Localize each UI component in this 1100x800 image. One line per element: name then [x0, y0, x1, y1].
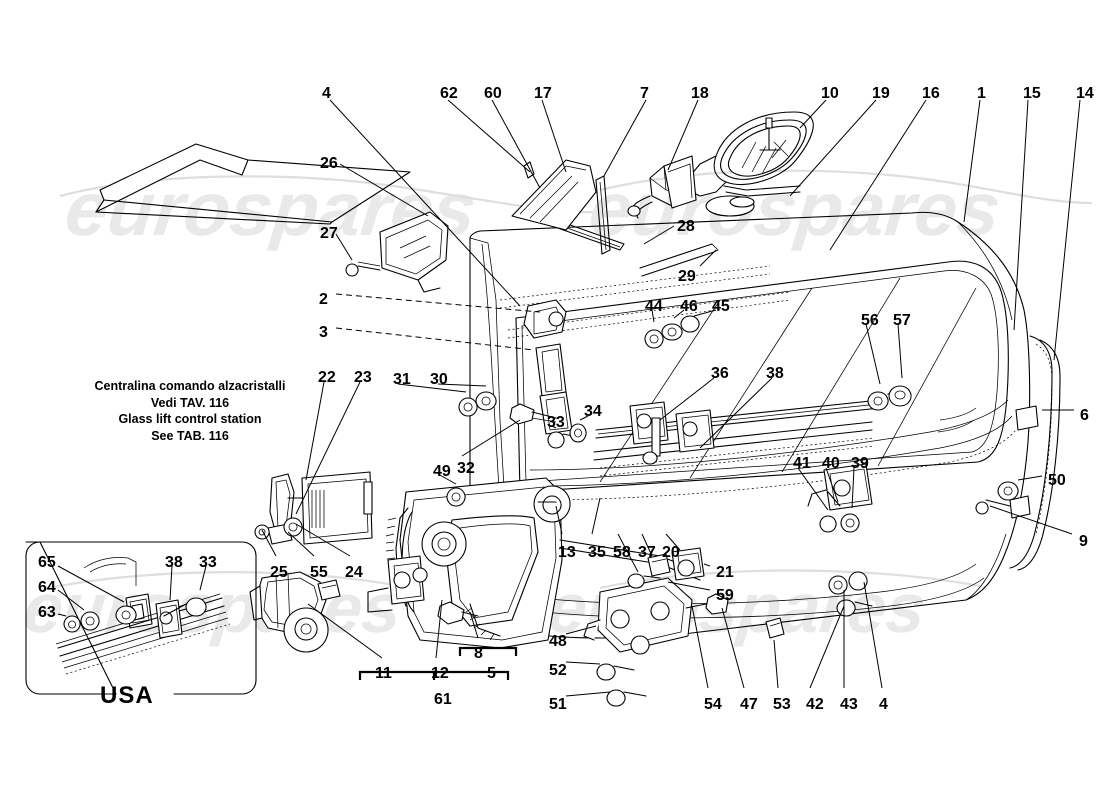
callout-55: 55 — [310, 564, 328, 581]
callout-51: 51 — [549, 696, 567, 713]
callout-63: 63 — [38, 604, 56, 621]
window-regulator-assembly — [367, 477, 701, 649]
callout-4: 4 — [879, 696, 888, 713]
callout-31: 31 — [393, 371, 411, 388]
glass-channel-bracket — [345, 211, 449, 293]
callout-65: 65 — [38, 554, 56, 571]
callout-41: 41 — [793, 455, 811, 472]
callout-19: 19 — [872, 85, 890, 102]
callout-60: 60 — [484, 85, 502, 102]
glass-lift-control-module — [254, 471, 373, 545]
callout-52: 52 — [549, 662, 567, 679]
callout-23: 23 — [354, 369, 372, 386]
callout-44: 44 — [645, 298, 663, 315]
callout-42: 42 — [806, 696, 824, 713]
callout-45: 45 — [712, 298, 730, 315]
callout-35: 35 — [588, 544, 606, 561]
callout-11: 11 — [375, 665, 392, 682]
fasteners-44-46-45 — [644, 315, 700, 349]
callout-53: 53 — [773, 696, 791, 713]
callout-24: 24 — [345, 564, 363, 581]
callout-22: 22 — [318, 369, 336, 386]
callout-62: 62 — [440, 85, 458, 102]
callout-28: 28 — [677, 218, 695, 235]
watermark-right: eurospares — [586, 167, 1093, 252]
callout-64: 64 — [38, 579, 56, 596]
callout-10: 10 — [821, 85, 839, 102]
callout-47: 47 — [740, 696, 758, 713]
callout-20: 20 — [662, 544, 680, 561]
bolt-32 — [509, 403, 557, 425]
callout-26: 26 — [320, 155, 338, 172]
callout-32: 32 — [457, 460, 475, 477]
callout-38: 38 — [165, 554, 183, 571]
callout-57: 57 — [893, 312, 911, 329]
callout-4: 4 — [322, 85, 331, 102]
callout-29: 29 — [678, 268, 696, 285]
callout-58: 58 — [613, 544, 631, 561]
callout-1: 1 — [977, 85, 986, 102]
callout-54: 54 — [704, 696, 722, 713]
callout-3: 3 — [319, 324, 328, 341]
callout-40: 40 — [822, 455, 840, 472]
callout-7: 7 — [640, 85, 649, 102]
callout-48: 48 — [549, 633, 567, 650]
callout-27: 27 — [320, 225, 338, 242]
usa-inset-box — [25, 541, 257, 695]
callout-18: 18 — [691, 85, 709, 102]
callout-16: 16 — [922, 85, 940, 102]
callout-9: 9 — [1079, 533, 1088, 550]
callout-5: 5 — [487, 665, 496, 682]
callout-30: 30 — [430, 371, 448, 388]
callout-36: 36 — [711, 365, 729, 382]
direction-arrow-icon — [95, 143, 411, 225]
callout-38: 38 — [766, 365, 784, 382]
quarter-glass-panel — [511, 159, 597, 231]
callout-33: 33 — [547, 414, 565, 431]
callout-33: 33 — [199, 554, 217, 571]
window-lift-motor — [249, 571, 341, 653]
callout-12: 12 — [431, 665, 449, 682]
fasteners-42-43-53 — [765, 571, 873, 639]
callout-14: 14 — [1076, 85, 1094, 102]
upper-guide-brackets — [523, 299, 573, 435]
callout-46: 46 — [680, 298, 698, 315]
fasteners-33-34 — [547, 423, 587, 449]
fasteners-30-31 — [458, 391, 497, 417]
callout-34: 34 — [584, 403, 602, 420]
door-mirror-assembly — [627, 111, 814, 219]
callout-15: 15 — [1023, 85, 1041, 102]
group-brackets — [358, 646, 518, 680]
callout-43: 43 — [840, 696, 858, 713]
callout-61: 61 — [434, 691, 452, 708]
callout-17: 17 — [534, 85, 552, 102]
svg-text:eurospares: eurospares — [586, 167, 1005, 252]
fasteners-20-21-37-58 — [627, 547, 705, 589]
callout-39: 39 — [851, 455, 869, 472]
callout-25: 25 — [270, 564, 288, 581]
fasteners-50-9 — [975, 481, 1019, 515]
callout-6: 6 — [1080, 407, 1089, 424]
callout-leader-lines — [261, 99, 1081, 697]
usa-inset-label: USA — [100, 682, 154, 709]
callout-8: 8 — [474, 645, 483, 662]
callout-13: 13 — [558, 544, 576, 561]
callout-21: 21 — [716, 564, 734, 581]
lower-rail-brackets — [807, 463, 873, 533]
lower-regulator-bracket — [583, 577, 729, 707]
callout-37: 37 — [638, 544, 656, 561]
callout-49: 49 — [433, 463, 451, 480]
callout-56: 56 — [861, 312, 879, 329]
callout-2: 2 — [319, 291, 328, 308]
fasteners-56-57 — [867, 385, 912, 411]
rail-mount-brackets — [629, 401, 715, 465]
control-station-note: Centralina comando alzacristalli Vedi TA… — [94, 379, 286, 443]
callout-59: 59 — [716, 587, 734, 604]
callout-50: 50 — [1048, 472, 1066, 489]
